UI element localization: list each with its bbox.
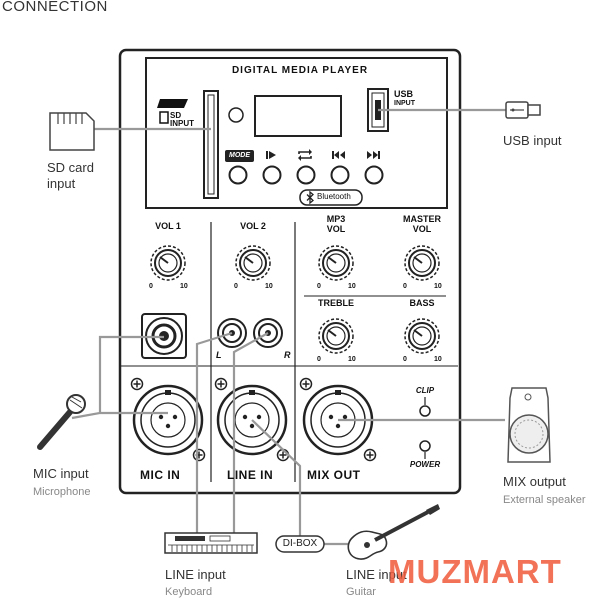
treble-label: TREBLE (318, 298, 354, 308)
mode-button[interactable] (228, 165, 248, 185)
sd-logo-icon (157, 99, 188, 124)
rca-right-label: R (284, 350, 291, 360)
bluetooth-icon (306, 190, 314, 205)
usb-plug-icon (505, 101, 541, 119)
scale-min: 0 (403, 283, 407, 290)
scale-max: 10 (180, 283, 188, 290)
di-box (275, 535, 325, 553)
mix-output-callout: MIX output (503, 474, 566, 489)
previous-button[interactable] (330, 165, 350, 185)
player-title: DIGITAL MEDIA PLAYER (231, 65, 369, 76)
scale-max: 10 (434, 356, 442, 363)
scale-min: 0 (234, 283, 238, 290)
display-screen (254, 95, 342, 137)
master-vol-label: MASTER VOL (403, 214, 441, 234)
keyboard-sub-callout: Keyboard (165, 586, 213, 598)
screw-icon (363, 448, 377, 462)
scale-max: 10 (348, 283, 356, 290)
cable-lines (71, 108, 506, 546)
mix-out-label: MIX OUT (307, 468, 361, 482)
speaker-icon (507, 387, 551, 463)
vol2-label: VOL 2 (240, 221, 266, 231)
scale-min: 0 (149, 283, 153, 290)
repeat-icon (298, 149, 312, 161)
guitar-icon (347, 504, 440, 560)
clip-label: CLIP (415, 386, 435, 395)
treble-knob[interactable] (318, 318, 354, 354)
mode-label: MODE (229, 152, 250, 159)
bluetooth-label: Bluetooth (317, 192, 351, 201)
mp3-vol-label: MP3 VOL (326, 214, 346, 234)
power-label: POWER (409, 460, 441, 469)
scale-max: 10 (348, 356, 356, 363)
sd-card-callout: SD card input (47, 160, 94, 191)
microphone-icon (37, 394, 86, 450)
repeat-button[interactable] (296, 165, 316, 185)
scale-max: 10 (434, 283, 442, 290)
mic-input-callout: MIC input (33, 466, 89, 481)
play-pause-button[interactable] (262, 165, 282, 185)
vol1-knob[interactable] (150, 245, 186, 281)
clip-led (419, 405, 431, 417)
screw-icon (192, 448, 206, 462)
bluetooth-badge (299, 189, 363, 206)
scale-min: 0 (403, 356, 407, 363)
mic-sub-callout: Microphone (33, 486, 91, 498)
vol2-knob[interactable] (235, 245, 271, 281)
rca-left-label: L (216, 350, 222, 360)
screw-icon (130, 377, 144, 391)
mic-xlr-connector[interactable] (132, 384, 204, 456)
watermark-logo: MUZMART (388, 553, 562, 590)
scale-min: 0 (317, 356, 321, 363)
guitar-sub-callout: Guitar (346, 586, 376, 598)
bass-knob[interactable] (404, 318, 440, 354)
scale-max: 10 (265, 283, 273, 290)
master-vol-knob[interactable] (404, 245, 440, 281)
mode-badge (225, 150, 254, 162)
di-box-label: DI-BOX (282, 538, 318, 549)
keyboard-icon (164, 532, 258, 554)
vol1-label: VOL 1 (155, 221, 181, 231)
screw-icon (214, 377, 228, 391)
mic-in-label: MIC IN (140, 468, 181, 482)
page-title: CONNECTION (2, 0, 108, 15)
sd-card-icon (49, 112, 95, 151)
ir-sensor (228, 107, 244, 123)
previous-icon (332, 151, 345, 159)
mp3-vol-knob[interactable] (318, 245, 354, 281)
bass-label: BASS (409, 298, 435, 308)
line-keyboard-callout: LINE input (165, 567, 226, 582)
next-button[interactable] (364, 165, 384, 185)
play-pause-icon (266, 151, 276, 159)
screw-icon (299, 377, 313, 391)
line-guitar-callout: LINE input (346, 567, 407, 582)
mix-sub-callout: External speaker (503, 494, 586, 506)
scale-min: 0 (317, 283, 321, 290)
usb-input-callout: USB input (503, 133, 562, 148)
line-in-label: LINE IN (227, 468, 274, 482)
power-led (419, 440, 431, 452)
next-icon (367, 151, 380, 159)
